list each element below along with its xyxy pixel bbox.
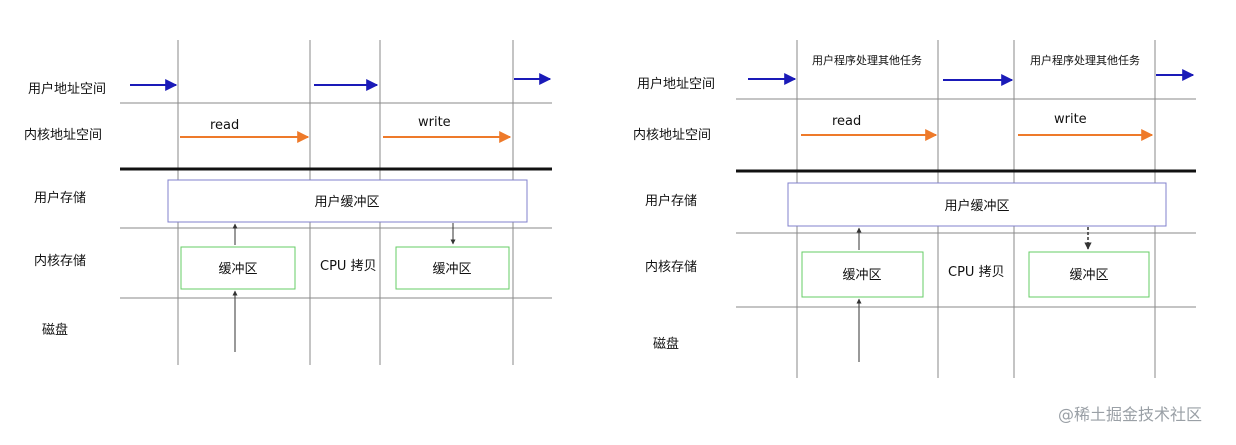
row-label-kernel-address-space: 内核地址空间 — [633, 127, 711, 143]
row-label-kernel-address-space: 内核地址空间 — [24, 127, 102, 143]
write-label: write — [1054, 112, 1087, 127]
kernel-buffer-box — [180, 246, 296, 290]
kernel-buffer-label: 缓冲区 — [842, 268, 881, 283]
top-note: 用户程序处理其他任务 — [1030, 53, 1140, 67]
cpu-copy-label: CPU 拷贝 — [320, 259, 377, 274]
user-buffer-label: 用户缓冲区 — [314, 194, 379, 210]
cpu-copy-label: CPU 拷贝 — [948, 265, 1005, 280]
read-label: read — [210, 118, 239, 133]
row-label-disk: 磁盘 — [42, 322, 68, 338]
user-buffer-box — [787, 182, 1167, 227]
row-label-kernel-storage: 内核存储 — [645, 259, 697, 275]
row-label-user-storage: 用户存储 — [645, 193, 697, 209]
user-buffer-box — [167, 179, 528, 223]
row-label-disk: 磁盘 — [653, 336, 679, 352]
kernel-buffer-label: 缓冲区 — [432, 262, 471, 277]
row-label-kernel-storage: 内核存储 — [34, 253, 86, 269]
row-label-user-storage: 用户存储 — [34, 190, 86, 206]
kernel-buffer-box — [395, 246, 510, 290]
kernel-buffer-label: 缓冲区 — [1069, 268, 1108, 283]
read-label: read — [832, 114, 861, 129]
kernel-buffer-box — [1028, 251, 1150, 298]
blocking-io-diagram: 用户地址空间 内核地址空间 用户存储 内核存储 磁盘 read write 用户… — [24, 40, 552, 365]
nonblocking-io-diagram: 用户地址空间 内核地址空间 用户存储 内核存储 磁盘 用户程序处理其他任务 用户… — [633, 40, 1196, 378]
row-label-user-address-space: 用户地址空间 — [28, 81, 106, 97]
top-note: 用户程序处理其他任务 — [812, 53, 922, 67]
write-label: write — [418, 115, 451, 130]
row-label-user-address-space: 用户地址空间 — [637, 76, 715, 92]
user-buffer-label: 用户缓冲区 — [944, 198, 1009, 214]
kernel-buffer-box — [801, 251, 924, 298]
watermark: @稀土掘金技术社区 — [1058, 405, 1203, 424]
kernel-buffer-label: 缓冲区 — [218, 262, 257, 277]
